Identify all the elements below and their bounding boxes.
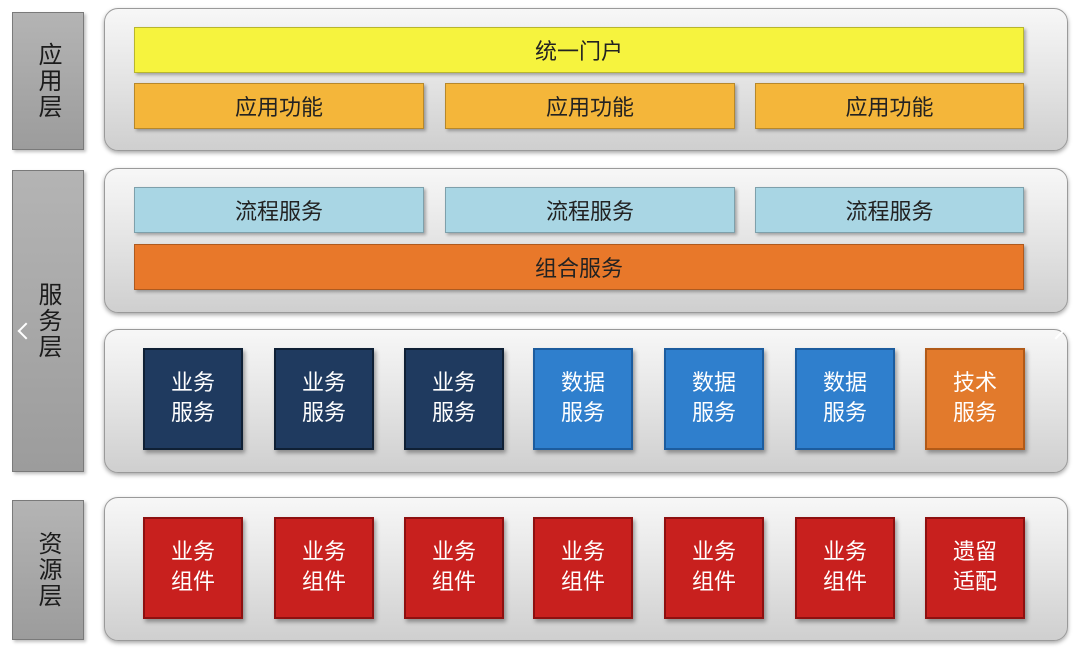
component-tile: 业务 组件 [274,517,374,619]
tile-line-2: 服务 [431,401,476,426]
component-tile: 业务 组件 [795,517,895,619]
flow-service-1: 流程服务 [134,187,424,233]
tile-line-1: 数据 [560,371,605,397]
application-layer-label: 应用层 [12,12,84,150]
tile-line-2: 组件 [301,570,346,595]
tile-line-2: 适配 [952,570,997,595]
tile-line-1: 业务 [301,540,346,566]
tile-line-1: 业务 [822,540,867,566]
tile-line-2: 组件 [431,570,476,595]
tile-line-1: 业务 [560,540,605,566]
tile-line-2: 组件 [822,570,867,595]
component-tile: 业务 组件 [143,517,243,619]
tile-line-1: 业务 [691,540,736,566]
tile-line-2: 服务 [952,401,997,426]
tile-line-1: 业务 [170,371,215,397]
composite-service-bar: 组合服务 [134,244,1024,290]
business-service-tile: 业务 服务 [143,348,243,450]
tile-line-1: 业务 [301,371,346,397]
tile-line-1: 数据 [691,371,736,397]
application-layer-text: 应用层 [34,42,62,120]
data-service-tile: 数据 服务 [533,348,633,450]
component-tile: 业务 组件 [404,517,504,619]
tile-line-1: 业务 [170,540,215,566]
tile-line-1: 业务 [431,371,476,397]
technical-service-tile: 技术 服务 [925,348,1025,450]
resource-layer-label: 资源层 [12,500,84,640]
service-layer-text: 服务层 [34,282,62,360]
tile-line-2: 服务 [560,401,605,426]
app-function-3: 应用功能 [755,83,1024,129]
tile-line-1: 数据 [822,371,867,397]
component-tile: 业务 组件 [533,517,633,619]
tile-line-1: 业务 [431,540,476,566]
data-service-tile: 数据 服务 [795,348,895,450]
tile-line-1: 技术 [952,371,997,397]
tile-line-2: 组件 [560,570,605,595]
app-function-2: 应用功能 [445,83,735,129]
tile-line-2: 组件 [691,570,736,595]
tile-line-2: 服务 [170,401,215,426]
component-tile: 业务 组件 [664,517,764,619]
tile-line-2: 组件 [170,570,215,595]
tile-line-2: 服务 [691,401,736,426]
business-service-tile: 业务 服务 [274,348,374,450]
resource-layer-text: 资源层 [34,531,62,609]
legacy-adapter-tile: 遗留 适配 [925,517,1025,619]
service-layer-label: 服务层 [12,170,84,472]
tile-line-2: 服务 [822,401,867,426]
flow-service-2: 流程服务 [445,187,735,233]
business-service-tile: 业务 服务 [404,348,504,450]
flow-service-3: 流程服务 [755,187,1024,233]
portal-bar: 统一门户 [134,27,1024,73]
tile-line-1: 遗留 [952,540,997,566]
tile-line-2: 服务 [301,401,346,426]
data-service-tile: 数据 服务 [664,348,764,450]
app-function-1: 应用功能 [134,83,424,129]
